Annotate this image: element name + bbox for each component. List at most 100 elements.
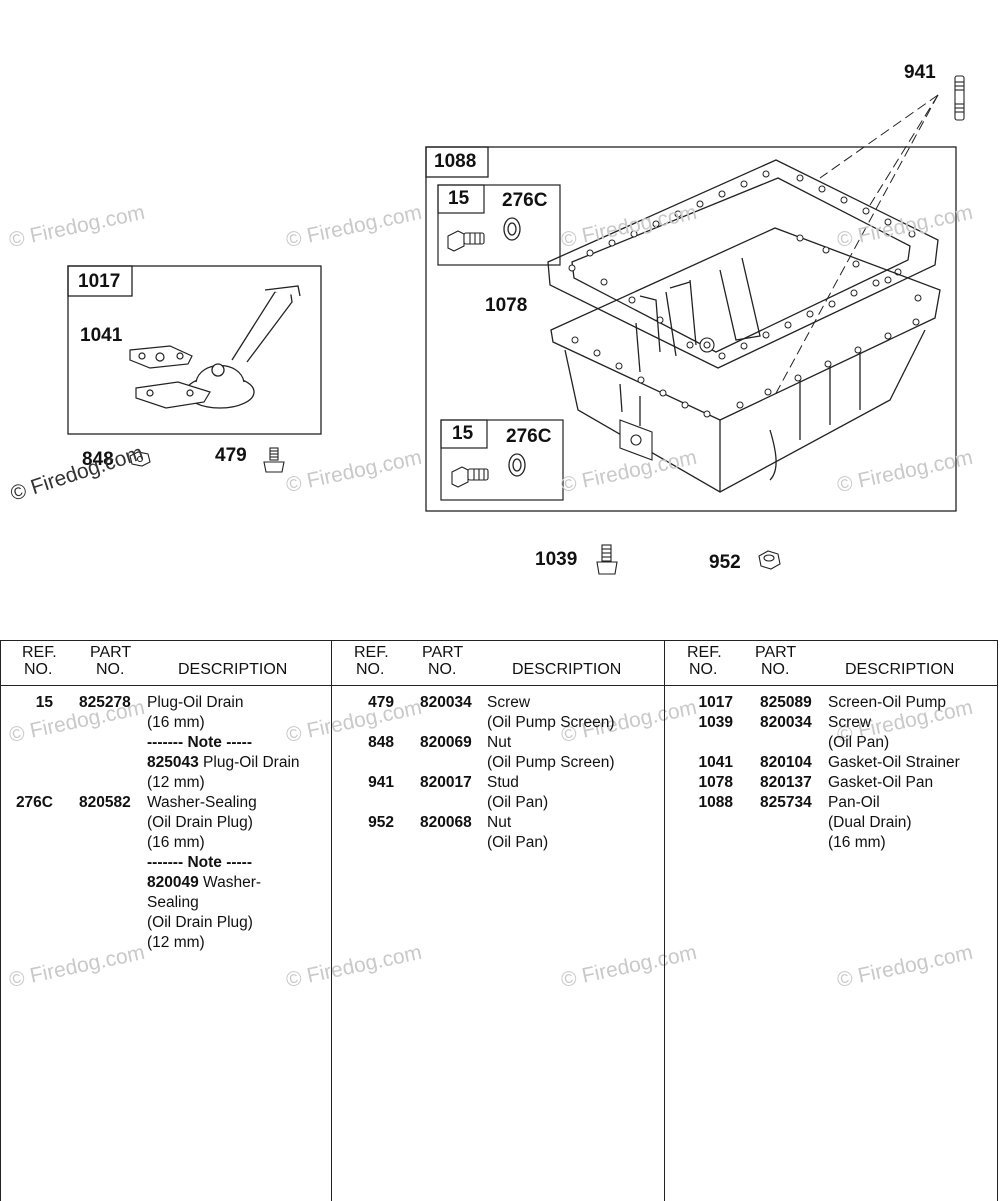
table-row: 1041 820104 Gasket-Oil Strainer <box>665 753 997 773</box>
table-header <box>0 641 998 686</box>
note-divider: ------- Note ----- <box>147 854 252 871</box>
table-row: (12 mm) <box>0 773 331 793</box>
part-description: (Oil Pump Screen) <box>487 754 615 771</box>
part-header-2: NO. <box>761 661 790 678</box>
part-number: 820017 <box>420 774 472 791</box>
part-description: (16 mm) <box>828 834 886 851</box>
note-divider: ------- Note ----- <box>147 734 252 751</box>
ref-number: 1039 <box>698 714 733 731</box>
oil-pump-screen-box <box>67 265 322 435</box>
table-row: 820049 Washer- <box>0 873 331 893</box>
part-description: Plug-Oil Drain <box>147 694 244 711</box>
part-description: Nut <box>487 814 512 831</box>
screw-icon-479 <box>263 447 285 473</box>
part-description: 820049 Washer- <box>147 874 262 891</box>
callout-1088: 1088 <box>434 151 477 172</box>
ref-1088-box <box>425 146 489 178</box>
pan-drain-plug-icon <box>619 419 653 461</box>
ref-number: 1088 <box>698 794 733 811</box>
part-header-2: NO. <box>96 661 125 678</box>
part-description: (12 mm) <box>147 774 205 791</box>
sealing-washer-icon-upper <box>503 217 521 241</box>
description-header: DESCRIPTION <box>178 661 288 678</box>
part-number: 820034 <box>420 694 472 711</box>
ref-number: 276C <box>15 794 53 811</box>
callout-15-lower: 15 <box>452 423 474 444</box>
callout-276c-upper: 276C <box>502 190 548 211</box>
table-row: (16 mm) <box>0 833 331 853</box>
part-description: Screw <box>487 694 531 711</box>
ref-number: 479 <box>368 694 394 711</box>
part-number: 820034 <box>760 714 812 731</box>
description-header: DESCRIPTION <box>512 661 622 678</box>
ref-number: 15 <box>35 694 53 711</box>
table-row: (Oil Pan) <box>332 793 664 813</box>
part-description: Nut <box>487 734 512 751</box>
part-description: (Oil Drain Plug) <box>147 914 253 931</box>
ref-number: 848 <box>368 734 394 751</box>
ref-number: 1041 <box>698 754 733 771</box>
part-header: PART <box>90 644 132 661</box>
strainer-gasket-icon <box>129 345 193 369</box>
part-header: PART <box>755 644 797 661</box>
table-row: 941 820017 Stud <box>332 773 664 793</box>
callout-941: 941 <box>904 62 936 83</box>
part-description: Washer-Sealing <box>147 794 257 811</box>
part-number: 820068 <box>420 814 472 831</box>
table-row: (Oil Drain Plug) <box>0 913 331 933</box>
part-description: (16 mm) <box>147 834 205 851</box>
table-row: ------- Note ----- <box>0 853 331 873</box>
parts-diagram <box>67 75 965 575</box>
part-description: Sealing <box>147 894 199 911</box>
part-header: PART <box>422 644 464 661</box>
callout-1039: 1039 <box>535 549 578 570</box>
table-row: 825043 Plug-Oil Drain <box>0 753 331 773</box>
table-row: (Oil Pump Screen) <box>332 713 664 733</box>
part-description: (Oil Pan) <box>828 734 890 751</box>
part-header-2: NO. <box>428 661 457 678</box>
drain-plug-icon-lower <box>451 466 489 488</box>
table-row: (12 mm) <box>0 933 331 953</box>
ref-number: 1078 <box>698 774 733 791</box>
table-row: (16 mm) <box>0 713 331 733</box>
part-number: 825734 <box>760 794 812 811</box>
ref-1017-box <box>67 265 133 297</box>
part-description: (Oil Pan) <box>487 834 549 851</box>
screw-icon-1039 <box>596 544 618 575</box>
callout-276c-lower: 276C <box>506 426 552 447</box>
part-description: (16 mm) <box>147 714 205 731</box>
part-description: Stud <box>487 774 519 791</box>
ref-header-2: NO. <box>24 661 53 678</box>
table-row: (Oil Pan) <box>665 733 997 753</box>
gasket-holes <box>568 170 916 360</box>
part-description: Screen-Oil Pump <box>828 694 947 711</box>
nut-icon-952 <box>758 550 781 570</box>
callout-479: 479 <box>215 445 247 466</box>
part-number: 820069 <box>420 734 472 751</box>
ref-header: REF. <box>687 644 722 661</box>
oil-pan-body <box>550 227 941 493</box>
part-number: 820104 <box>760 754 812 771</box>
ref-number: 941 <box>368 774 394 791</box>
ref-header-2: NO. <box>356 661 385 678</box>
part-description: Gasket-Oil Strainer <box>828 754 960 771</box>
ref-header: REF. <box>22 644 57 661</box>
ref-15-box-lower <box>440 419 488 449</box>
callout-952: 952 <box>709 552 741 573</box>
description-header: DESCRIPTION <box>845 661 955 678</box>
drain-plug-box-lower <box>440 419 564 501</box>
part-description: (12 mm) <box>147 934 205 951</box>
table-row: 479 820034 Screw <box>332 693 664 713</box>
ref-15-box-upper <box>437 184 485 214</box>
part-description: (Dual Drain) <box>828 814 912 831</box>
